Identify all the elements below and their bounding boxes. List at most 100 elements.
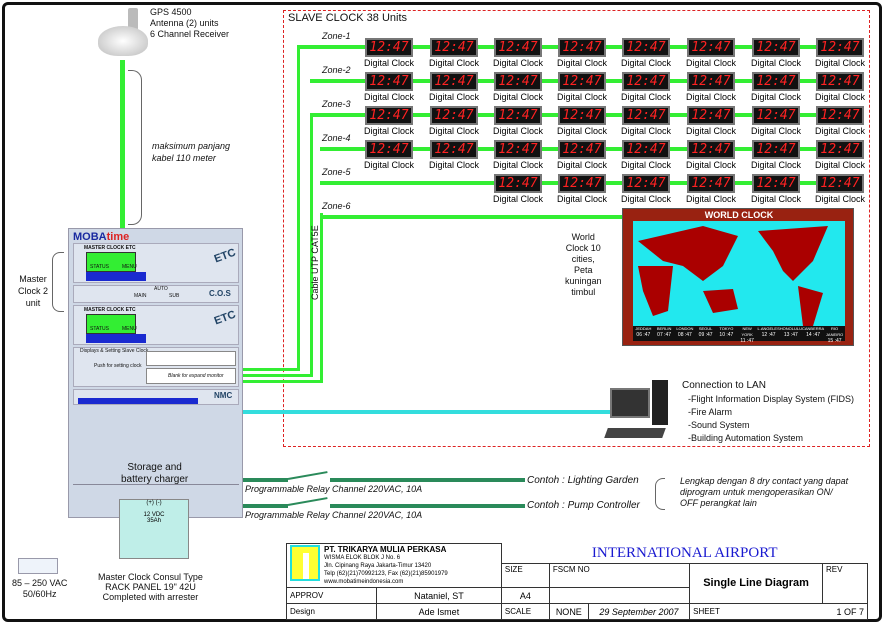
digital-clock: 12:47 bbox=[430, 38, 478, 57]
gps-antenna-icon bbox=[98, 8, 148, 60]
digital-clock: 12:47 bbox=[494, 38, 542, 57]
digital-clock-label: Digital Clock bbox=[363, 126, 414, 136]
zone-cable bbox=[320, 215, 622, 219]
digital-clock: 12:47 bbox=[558, 38, 606, 57]
digital-clock-label: Digital Clock bbox=[428, 160, 479, 170]
digital-clock-label: Digital Clock bbox=[685, 92, 736, 102]
digital-clock-label: Digital Clock bbox=[750, 126, 801, 136]
slave-title: SLAVE CLOCK 38 Units bbox=[288, 12, 408, 24]
zone-label: Zone-3 bbox=[322, 99, 351, 109]
digital-clock-label: Digital Clock bbox=[556, 160, 607, 170]
zone-label: Zone-4 bbox=[322, 133, 351, 143]
digital-clock: 12:47 bbox=[816, 174, 864, 193]
digital-clock-label: Digital Clock bbox=[620, 58, 671, 68]
digital-clock-label: Digital Clock bbox=[363, 160, 414, 170]
digital-clock-label: Digital Clock bbox=[750, 92, 801, 102]
computer-icon bbox=[604, 380, 676, 444]
digital-clock: 12:47 bbox=[816, 38, 864, 57]
digital-clock: 12:47 bbox=[622, 106, 670, 125]
digital-clock-label: Digital Clock bbox=[556, 194, 607, 204]
digital-clock-label: Digital Clock bbox=[556, 126, 607, 136]
digital-clock-label: Digital Clock bbox=[620, 194, 671, 204]
digital-clock: 12:47 bbox=[687, 72, 735, 91]
digital-clock: 12:47 bbox=[558, 106, 606, 125]
digital-clock: 12:47 bbox=[622, 174, 670, 193]
lan-list: -Flight Information Display System (FIDS… bbox=[688, 394, 855, 443]
digital-clock: 12:47 bbox=[558, 140, 606, 159]
digital-clock: 12:47 bbox=[687, 106, 735, 125]
digital-clock: 12:47 bbox=[816, 140, 864, 159]
digital-clock: 12:47 bbox=[365, 38, 413, 57]
nmc-unit: NMC bbox=[73, 389, 239, 405]
brand-logo: MOBAtime bbox=[73, 231, 130, 243]
digital-clock: 12:47 bbox=[494, 174, 542, 193]
project-title: INTERNATIONAL AIRPORT bbox=[500, 543, 868, 564]
digital-clock-label: Digital Clock bbox=[492, 160, 543, 170]
digital-clock-label: Digital Clock bbox=[428, 58, 479, 68]
relay-1-label: Programmable Relay Channel 220VAC, 10A bbox=[245, 484, 423, 494]
digital-clock-label: Digital Clock bbox=[814, 126, 865, 136]
digital-clock-label: Digital Clock bbox=[685, 160, 736, 170]
company-logo bbox=[290, 545, 320, 581]
digital-clock-label: Digital Clock bbox=[363, 92, 414, 102]
digital-clock-label: Digital Clock bbox=[814, 194, 865, 204]
digital-clock: 12:47 bbox=[687, 174, 735, 193]
zone-label: Zone-6 bbox=[322, 201, 351, 211]
power-input-arrow-icon bbox=[18, 558, 58, 574]
zone-label: Zone-2 bbox=[322, 65, 351, 75]
digital-clock: 12:47 bbox=[430, 72, 478, 91]
digital-clock-label: Digital Clock bbox=[814, 92, 865, 102]
relay-2-target: Contoh : Pump Controller bbox=[527, 500, 640, 511]
digital-clock: 12:47 bbox=[430, 140, 478, 159]
digital-clock: 12:47 bbox=[752, 140, 800, 159]
digital-clock: 12:47 bbox=[365, 72, 413, 91]
digital-clock: 12:47 bbox=[687, 38, 735, 57]
digital-clock-label: Digital Clock bbox=[750, 58, 801, 68]
digital-clock: 12:47 bbox=[752, 38, 800, 57]
digital-clock: 12:47 bbox=[494, 72, 542, 91]
digital-clock-label: Digital Clock bbox=[750, 160, 801, 170]
slave-clock-area bbox=[283, 10, 870, 447]
slave-clock-setting-unit: Displays & Setting Slave Clock Push for … bbox=[73, 347, 239, 387]
digital-clock-label: Digital Clock bbox=[492, 58, 543, 68]
digital-clock: 12:47 bbox=[622, 72, 670, 91]
digital-clock: 12:47 bbox=[752, 106, 800, 125]
digital-clock: 12:47 bbox=[494, 106, 542, 125]
digital-clock-label: Digital Clock bbox=[428, 92, 479, 102]
digital-clock-label: Digital Clock bbox=[620, 126, 671, 136]
digital-clock-label: Digital Clock bbox=[685, 58, 736, 68]
digital-clock-label: Digital Clock bbox=[620, 92, 671, 102]
digital-clock: 12:47 bbox=[816, 106, 864, 125]
digital-clock: 12:47 bbox=[622, 38, 670, 57]
drawing-title: Single Line Diagram bbox=[689, 562, 823, 604]
digital-clock-label: Digital Clock bbox=[428, 126, 479, 136]
digital-clock-label: Digital Clock bbox=[492, 92, 543, 102]
digital-clock: 12:47 bbox=[558, 72, 606, 91]
digital-clock-label: Digital Clock bbox=[750, 194, 801, 204]
digital-clock-label: Digital Clock bbox=[556, 92, 607, 102]
digital-clock: 12:47 bbox=[622, 140, 670, 159]
zone-label: Zone-1 bbox=[322, 31, 351, 41]
